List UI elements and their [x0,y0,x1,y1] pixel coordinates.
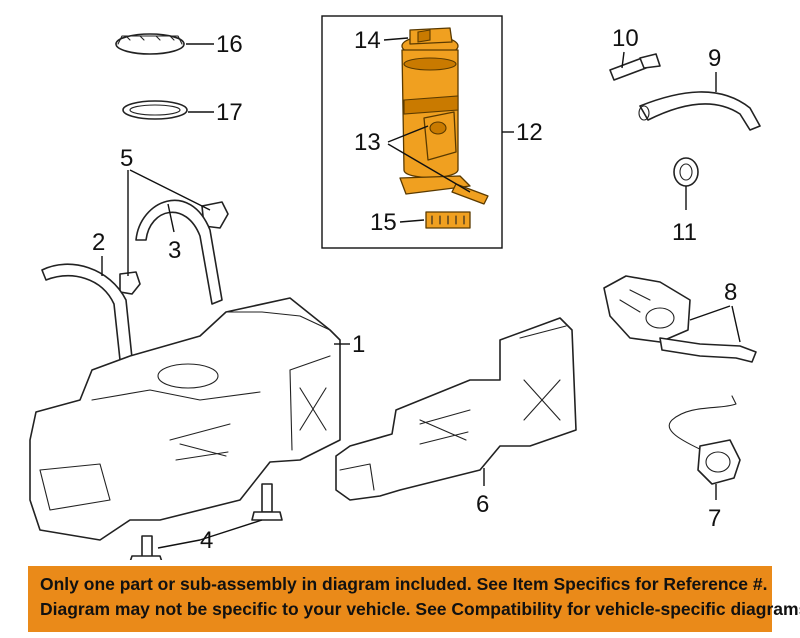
part-17-seal [122,100,188,120]
leader-10 [621,51,625,69]
callout-6: 6 [476,491,489,518]
leader-3 [167,203,175,233]
leader-15 [399,219,425,223]
callout-12: 12 [516,119,543,146]
part-4-bolts [129,483,283,560]
callout-17: 17 [216,99,243,126]
callout-4: 4 [200,527,213,554]
callout-13: 13 [354,129,381,156]
part-13-fuel-level-sensor [423,111,457,161]
leader-8a [689,305,731,321]
part-6-heat-shield [335,317,577,501]
leader-13a [387,125,429,143]
leader-14 [383,37,409,41]
part-1-fuel-tank [29,297,341,541]
disclaimer-banner: Only one part or sub-assembly in diagram… [28,566,800,632]
callout-2: 2 [92,229,105,256]
fuel-system-exploded-diagram: 16 17 5 3 2 1 4 [29,15,761,560]
callout-16: 16 [216,31,243,58]
callout-14: 14 [354,27,381,54]
part-11-grommet [673,157,699,187]
leader-8b [731,305,741,343]
callout-8: 8 [724,279,737,306]
part-7-fuel-cap [668,395,741,485]
callout-10: 10 [612,25,639,52]
part-8-filler-tube [603,275,757,363]
part-9-hose [638,91,761,131]
disclaimer-line-1: Only one part or sub-assembly in diagram… [40,574,768,594]
leader-13b [387,143,471,193]
callout-15: 15 [370,209,397,236]
callout-3: 3 [168,237,181,264]
leader-5b [129,169,211,211]
part-16-lock-ring [115,33,185,55]
part-14-fuel-pump-lock [409,27,453,45]
leader-4a [199,519,263,541]
callout-9: 9 [708,45,721,72]
callout-11: 11 [672,219,697,246]
leader-4b [157,539,201,549]
callout-7: 7 [708,505,721,532]
disclaimer-line-2: Diagram may not be specific to your vehi… [40,599,800,619]
part-15-strainer [425,211,471,229]
callout-5: 5 [120,145,133,172]
callout-1: 1 [352,331,365,358]
part-2-strap [41,263,133,361]
part-10-connector [609,53,661,81]
part-3-strap [135,199,223,305]
